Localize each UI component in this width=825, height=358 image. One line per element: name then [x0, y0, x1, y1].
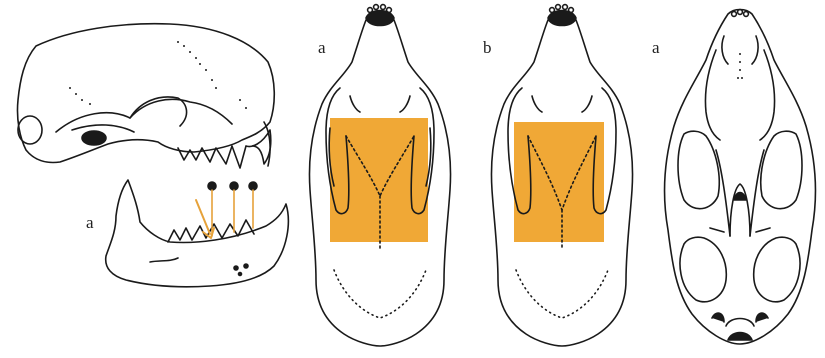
dorsal-skull-b [492, 5, 633, 346]
lateral-skull [17, 24, 288, 287]
lateral-auditory-opening [82, 131, 106, 145]
ventral-left-fossa [678, 131, 719, 208]
ventral-right-fossa [761, 131, 802, 208]
ventral-right-bulla [754, 237, 800, 302]
ventral-right-toothrow [760, 50, 775, 140]
force-point-2 [230, 182, 238, 190]
lateral-upper-teeth [178, 130, 271, 168]
highlight-region-b [514, 122, 604, 242]
ventral-outline [665, 10, 816, 345]
lateral-cranium-outline [17, 24, 274, 163]
force-point-1 [208, 182, 216, 190]
force-point-3 [249, 182, 257, 190]
lateral-mandible [106, 180, 289, 287]
ventral-left-toothrow [705, 50, 720, 140]
dorsal-skull-a [310, 5, 451, 346]
ventral-skull [665, 10, 816, 345]
ventral-left-bulla [680, 237, 726, 302]
